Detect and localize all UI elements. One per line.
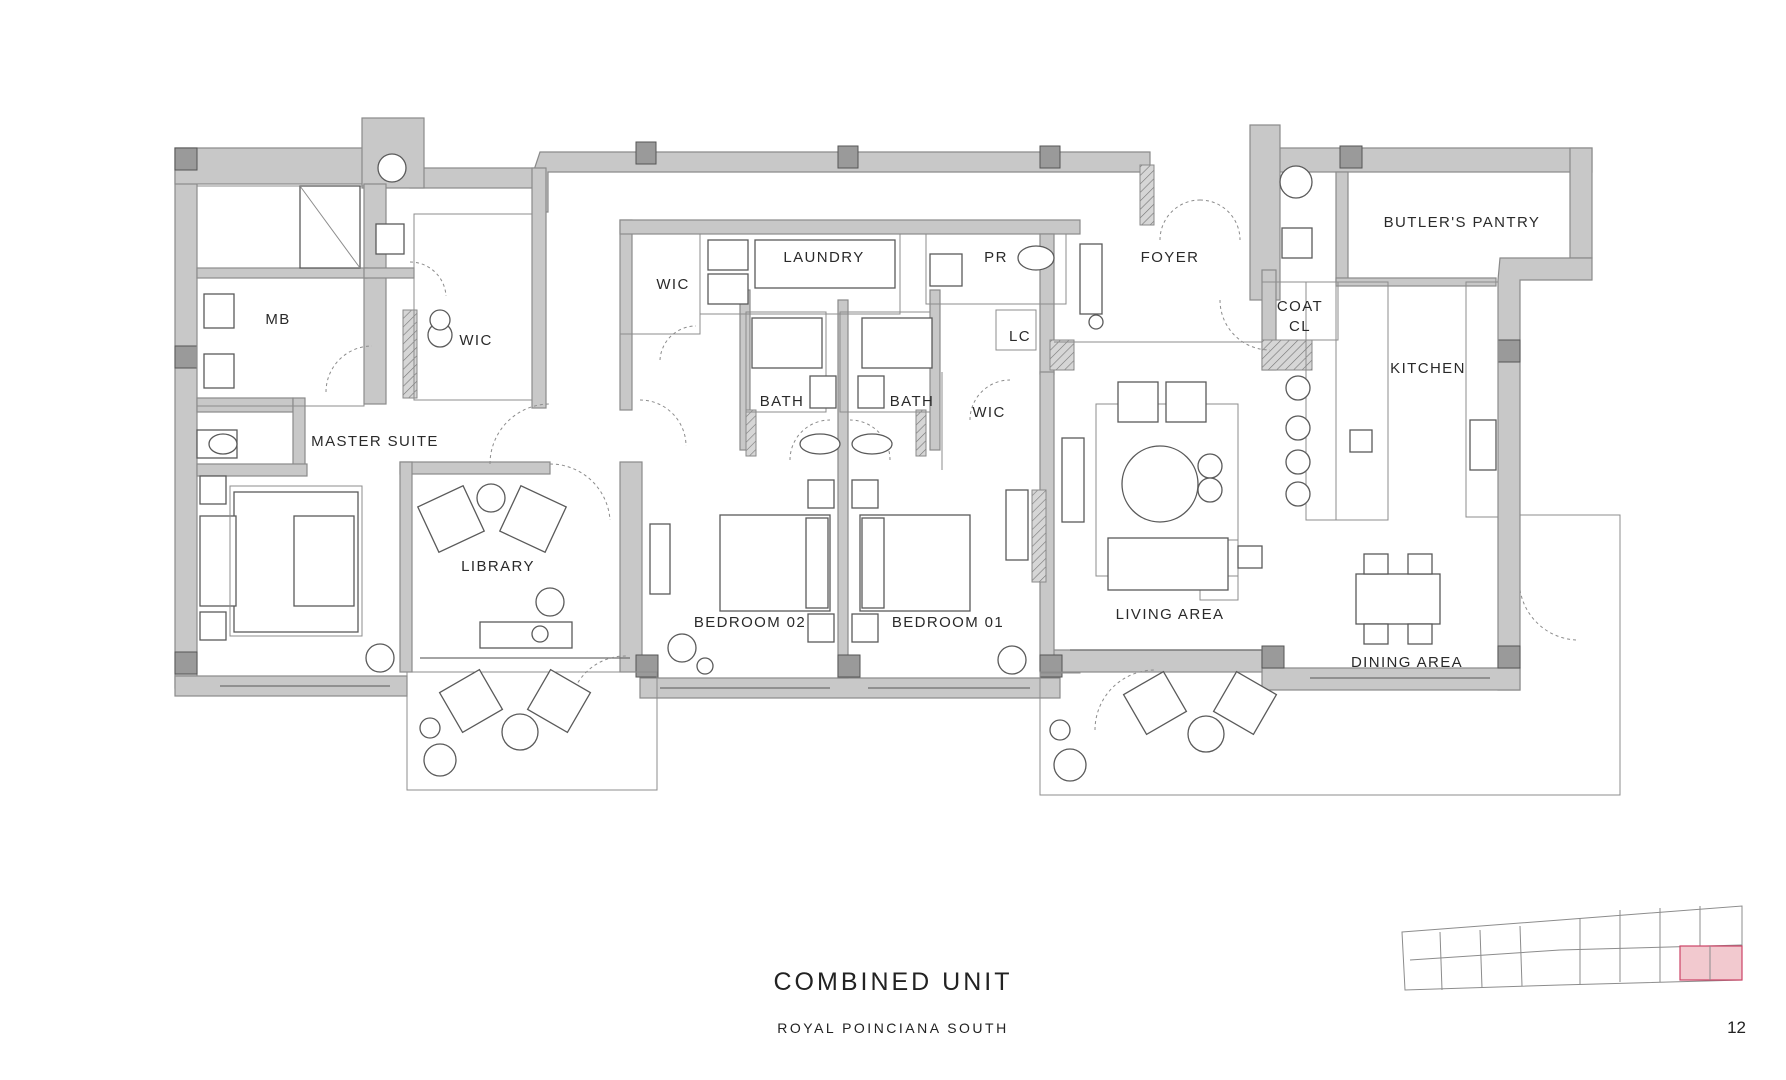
room-label-wic-bed01: WIC [972,404,1005,421]
room-label-wic-bed02: WIC [656,276,689,293]
library-armchair-2 [498,484,568,554]
room-label-bath-01: BATH [890,393,935,410]
room-label-laundry: LAUNDRY [783,249,864,266]
room-label-lc: LC [1009,328,1031,345]
room-label-library: LIBRARY [461,558,535,575]
exterior-walls [174,117,1593,699]
room-label-butlers-pantry: BUTLER'S PANTRY [1384,214,1541,231]
furniture [196,153,1497,782]
room-label-foyer: FOYER [1141,249,1200,266]
interior-lines [196,185,1621,796]
plan-subtitle: ROYAL POINCIANA SOUTH [777,1020,1009,1036]
room-label-cl: CL [1289,318,1311,335]
hatched-walls [402,164,1313,583]
room-label-coat: COAT [1277,298,1323,315]
room-label-pr: PR [984,249,1008,266]
room-label-bath-02: BATH [760,393,805,410]
key-plan-unit-highlight [1679,945,1743,981]
room-label-wic-master: WIC [459,332,492,349]
library-armchair-1 [416,484,486,554]
plan-title: COMBINED UNIT [773,968,1013,996]
room-label-bedroom-01: BEDROOM 01 [892,614,1004,631]
room-labels: MB WIC MASTER SUITE LIBRARY WIC LAUNDRY … [265,214,1541,671]
key-plan [1401,905,1743,991]
room-label-kitchen: KITCHEN [1390,360,1466,377]
room-label-mb: MB [265,311,290,328]
room-label-dining-area: DINING AREA [1351,654,1463,671]
page-number: 12 [1727,1018,1746,1037]
room-label-living-area: LIVING AREA [1116,606,1225,623]
room-label-bedroom-02: BEDROOM 02 [694,614,806,631]
room-label-master-suite: MASTER SUITE [311,433,439,450]
